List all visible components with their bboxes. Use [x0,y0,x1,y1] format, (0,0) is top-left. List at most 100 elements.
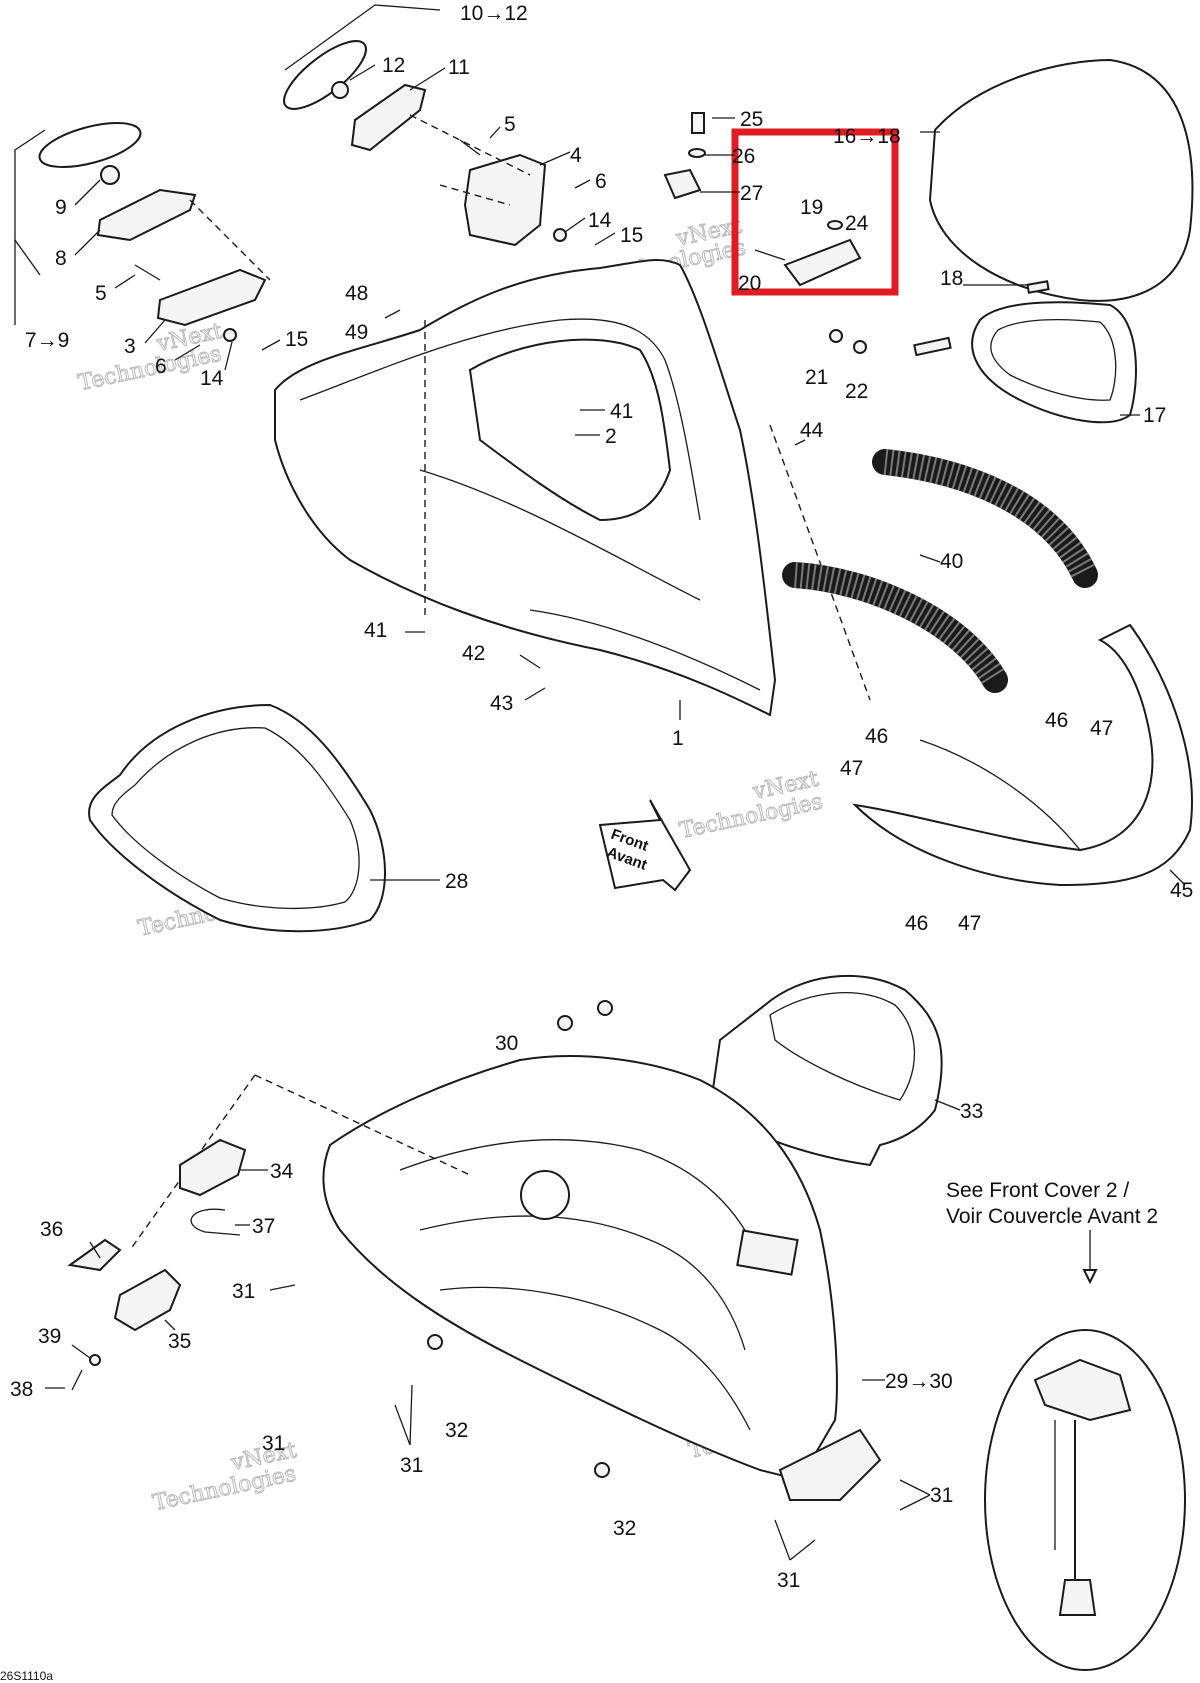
leader-36 [89,1241,101,1259]
callout-15: 15 [620,224,643,247]
detail-pointer-head [1082,1269,1098,1285]
callout-31: 31 [400,1454,423,1477]
note-line-1: See Front Cover 2 / [946,1179,1129,1202]
assembly-line [769,424,871,701]
gasket-inner [111,727,360,910]
frame-rib-3 [439,1286,751,1431]
leader-5a [489,126,501,139]
lens-9 [38,122,142,168]
nut-32b [594,1462,610,1478]
gasket-28 [88,703,386,933]
callout-9: 9 [55,196,67,219]
hose-lower [782,562,1008,693]
leader-8 [74,229,101,256]
leader-31d-b [899,1494,931,1511]
vent-4 [463,153,547,247]
callout-32: 32 [613,1517,636,1540]
screw-5b [134,264,161,281]
leader-31c [394,1404,411,1446]
callout-28: 28 [445,870,468,893]
callout-5: 5 [504,113,516,136]
washer-39 [89,1354,101,1366]
leader-14b [224,341,233,371]
callout-8: 8 [55,247,67,270]
leader-31e [774,1519,791,1561]
watermark-line2: Technologies [151,1461,299,1516]
callout-31: 31 [930,1484,953,1507]
leader-31e-b [789,1539,816,1561]
assembly-line [189,199,271,281]
callout-47: 47 [840,757,863,780]
callout-46: 46 [865,725,888,748]
callout-48: 48 [345,282,368,305]
gasket-outer [88,703,386,933]
nut-32a [427,1334,443,1350]
housing-8 [96,188,197,242]
callout-6: 6 [155,355,167,378]
assembly-line [439,184,511,206]
leader-9 [74,179,101,206]
callout-36: 36 [40,1218,63,1241]
leader-31c-b [409,1384,413,1446]
detail-ellipse [984,1329,1186,1671]
callout-41: 41 [364,619,387,642]
callout-2: 2 [605,425,617,448]
callout-24: 24 [845,212,869,235]
lens-12 [283,40,367,110]
callout-29-30: 29→30 [885,1370,953,1393]
callout-47: 47 [1090,717,1113,740]
pivot-9 [100,165,120,185]
cover-side-line [419,469,701,601]
clip-30 [557,1015,573,1031]
callout-10-12: 10→12 [460,2,528,25]
callout-33: 33 [960,1100,983,1123]
callout-34: 34 [270,1160,294,1183]
leader-33 [934,1099,961,1111]
callout-5: 5 [95,282,107,305]
base-35 [113,1268,182,1332]
spring-37 [190,1208,241,1236]
callout-30: 30 [495,1032,518,1055]
leader-5b [114,274,136,289]
callout-22: 22 [845,380,868,403]
leader-31d [899,1479,931,1496]
callout-49: 49 [345,321,368,344]
screw-20 [754,249,786,261]
callout-18: 18 [940,267,963,290]
callout-27: 27 [740,182,763,205]
callout-4: 4 [570,144,582,167]
leader-15a [594,232,616,246]
bracket-19-assembly [663,112,899,354]
nut-22 [853,340,867,354]
callout-31: 31 [232,1280,255,1303]
bracket-10-12 [284,4,441,71]
callout-31: 31 [777,1569,800,1592]
mirror-left-assembly [38,40,567,342]
windshield-assembly [913,58,1194,424]
latch-assembly [67,1138,247,1391]
frame-mount [778,1428,882,1501]
detail-view [984,1230,1186,1671]
callout-labels: 10→12 12 11 5 4 6 14 15 9 8 5 7→9 3 6 14… [10,2,1193,1592]
callout-31: 31 [262,1432,285,1455]
callout-20: 20 [738,272,761,295]
callout-35: 35 [168,1330,191,1353]
callout-21: 21 [805,366,828,389]
trim-45 [852,623,1193,887]
leader-39 [71,1344,91,1359]
pivot-12 [331,81,349,99]
screw-5a [459,139,481,156]
callout-43: 43 [490,692,513,715]
trim-45-body [852,623,1193,887]
watermark-line2: Technologies [677,789,825,844]
group-brackets [14,4,441,325]
bin-opening [769,992,916,1101]
leader-49 [384,309,401,319]
callout-32: 32 [445,1419,468,1442]
leader-15b [261,339,281,351]
leader-lines [45,64,1186,1561]
housing-11 [350,83,427,152]
drawing-code: 26S1110a [0,1669,53,1683]
front-cover-1 [274,259,871,717]
